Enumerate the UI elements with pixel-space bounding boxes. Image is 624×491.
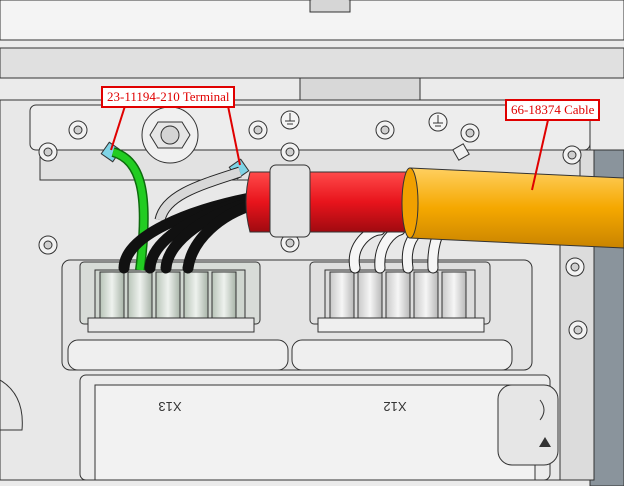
callout-leaders <box>110 105 549 191</box>
connector-x13 <box>79 261 261 333</box>
black-wires <box>118 192 262 274</box>
connector-label-x13: X13 <box>158 399 181 414</box>
ground-symbol-icon <box>280 110 300 130</box>
lock-icon <box>497 384 559 466</box>
terminal-callout-label: 23-11194-210 Terminal <box>101 86 236 108</box>
cable-callout-label: 66-18374 Cable <box>505 99 601 121</box>
mounting-screws <box>38 120 588 340</box>
cable-66-18374 <box>245 164 624 249</box>
connector-x12 <box>309 261 491 333</box>
ground-symbol-icon <box>428 112 448 132</box>
connector-label-x12: X12 <box>383 399 406 414</box>
screw-icon <box>141 106 199 164</box>
